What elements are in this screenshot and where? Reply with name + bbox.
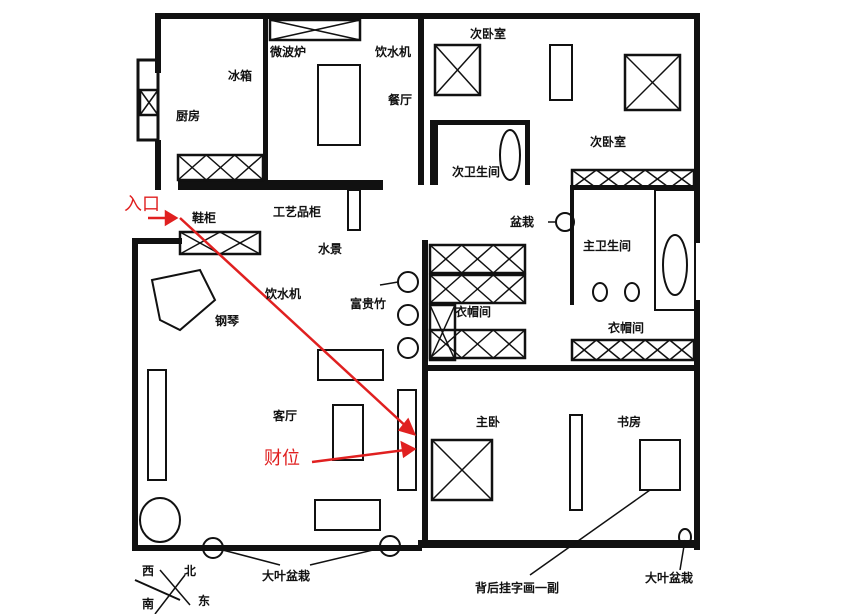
cabinet-hatch	[177, 154, 207, 181]
cabinet-hatch	[571, 339, 597, 361]
cabinet-hatch	[461, 244, 494, 274]
water-feature-label: 水景	[318, 242, 343, 256]
master-bedroom-label: 主卧	[476, 415, 501, 429]
cabinet-hatch	[644, 339, 671, 361]
cabinet-hatch	[492, 329, 526, 359]
compass-north: 北	[184, 564, 197, 578]
guest-bath-label: 次卫生间	[452, 165, 501, 179]
cabinet-hatch	[431, 439, 493, 501]
cabinet-hatch	[434, 44, 481, 96]
cabinet-hatch	[429, 329, 463, 359]
water-dispenser-living-label: 饮水机	[265, 287, 302, 301]
wealth-position-label: 财位	[264, 448, 300, 469]
cabinet-hatch	[644, 169, 671, 189]
cabinet-hatch	[269, 19, 361, 41]
cabinet-hatch	[429, 244, 463, 274]
cabinet-hatch	[492, 244, 526, 274]
bedroom-2b-label: 次卧室	[590, 135, 627, 149]
compass-east: 东	[198, 594, 211, 608]
cabinet-box	[623, 53, 682, 112]
cabinet-hatch	[624, 54, 681, 111]
cabinet-box	[268, 18, 362, 42]
compass-south: 南	[142, 597, 155, 611]
cabinet-hatch	[620, 169, 646, 189]
cabinet-box	[428, 273, 527, 305]
potted-plant-label: 盆栽	[510, 215, 535, 229]
living-room-label: 客厅	[273, 409, 298, 423]
cabinet-box	[138, 88, 160, 117]
cabinet-hatch	[179, 231, 221, 255]
fridge-label: 冰箱	[228, 69, 253, 83]
master-bath-label: 主卫生间	[583, 239, 632, 253]
shoe-cabinet-label: 鞋柜	[192, 211, 217, 225]
cabinet-hatch	[595, 339, 622, 361]
cabinet-hatch	[219, 231, 261, 255]
cabinet-hatch	[571, 169, 597, 189]
red-annotation-arrows	[148, 209, 417, 464]
cabinet-hatch	[429, 274, 463, 304]
cabinets	[138, 18, 696, 502]
furniture	[134, 44, 696, 601]
cabinet-hatch	[669, 169, 695, 189]
cabinet-hatch	[461, 274, 494, 304]
piano-label: 钢琴	[215, 314, 240, 328]
cabinet-box	[428, 328, 527, 360]
painting-note-label: 背后挂字画一副	[475, 581, 560, 595]
cabinet-hatch	[234, 154, 264, 181]
water-dispenser-dining-label: 饮水机	[375, 45, 412, 59]
cabinet-hatch	[429, 304, 456, 361]
cabinet-hatch	[595, 169, 622, 189]
lucky-bamboo-label: 富贵竹	[350, 297, 387, 311]
closet-a-label: 衣帽间	[455, 305, 492, 319]
cabinet-hatch	[139, 89, 159, 116]
compass-west: 西	[142, 564, 155, 578]
cabinet-hatch	[620, 339, 646, 361]
cabinet-hatch	[461, 329, 494, 359]
bedroom-2a-label: 次卧室	[470, 27, 507, 41]
study-label: 书房	[617, 415, 642, 429]
cabinet-box	[570, 338, 696, 362]
entrance-label: 入口	[124, 194, 160, 215]
leader-lines	[154, 221, 686, 614]
cabinet-box	[176, 153, 265, 182]
cabinet-box	[178, 230, 262, 256]
cabinet-box	[570, 168, 696, 190]
cabinet-box	[428, 243, 527, 275]
large-leaf-plant-left-label: 大叶盆栽	[262, 569, 311, 583]
cabinet-box	[433, 43, 482, 97]
closet-b-label: 衣帽间	[608, 321, 645, 335]
craft-cabinet-label: 工艺品柜	[273, 205, 322, 219]
cabinet-box	[430, 438, 494, 502]
large-leaf-plant-right-label: 大叶盆栽	[645, 571, 694, 585]
cabinet-hatch	[669, 339, 695, 361]
cabinet-hatch	[205, 154, 236, 181]
kitchen-label: 厨房	[176, 109, 201, 123]
dining-label: 餐厅	[388, 93, 413, 107]
microwave-label: 微波炉	[270, 45, 307, 59]
cabinet-hatch	[492, 274, 526, 304]
